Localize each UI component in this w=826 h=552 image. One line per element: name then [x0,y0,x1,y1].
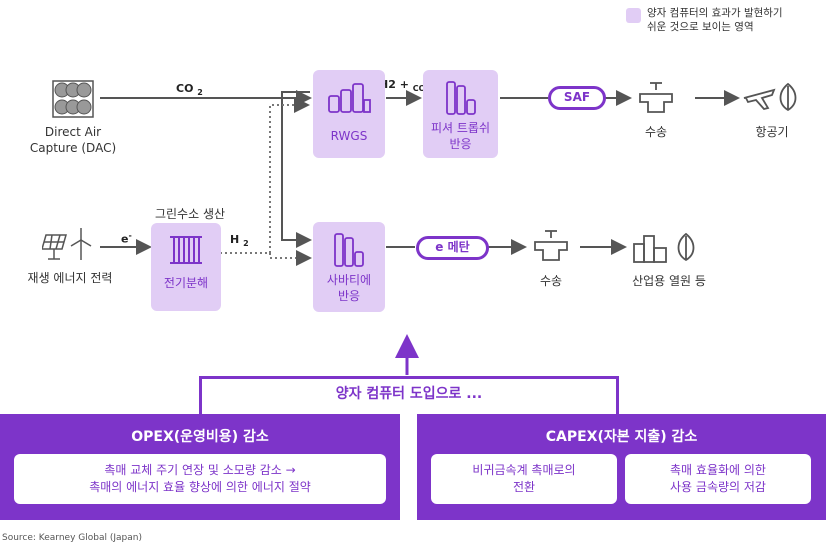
ft-label: 피셔 트롭쉬 반응 [430,121,490,151]
industrial-label: 산업용 열원 등 [632,274,706,288]
reactor-icon [334,233,364,267]
legend-text: 양자 컴퓨터의 효과가 발현하기 쉬운 것으로 보이는 영역 [647,7,783,33]
opex-panel: OPEX(운영비용) 감소 촉매 교체 주기 연장 및 소모량 감소 → 촉매의… [0,414,400,520]
valve-tap-icon [639,82,673,113]
opex-card: 촉매 교체 주기 연장 및 소모량 감소 → 촉매의 에너지 효율 향상에 의한… [14,454,386,504]
source-note: Source: Kearney Global (Japan) [2,533,142,543]
rwgs-box: RWGS [313,70,385,158]
leaf-icon [677,232,695,262]
sabatier-label: 사바티에 반응 [326,273,372,303]
electrolysis-box: 전기분해 [151,223,221,311]
tanks-icon [328,83,371,113]
capex-card-1: 비귀금속계 촉매로의 전환 [431,454,617,504]
electrolysis-label: 전기분해 [163,276,209,290]
h2-label: H 2 [230,233,249,249]
emethane-pill: e 메탄 [416,236,489,260]
sabatier-box: 사바티에 반응 [313,222,385,312]
factory-icon [633,235,667,263]
capex-title: CAPEX(자본 지출) 감소 [545,429,698,445]
solar-panel-icon [42,234,67,260]
aviation-label: 항공기 [755,125,789,139]
dac-label: Direct Air Capture (DAC) [29,125,117,155]
capex-panel: CAPEX(자본 지출) 감소 비귀금속계 촉매로의 전환 촉매 효율화에 의한… [417,414,826,520]
transport1-label: 수송 [644,125,668,139]
transport2-label: 수송 [539,274,563,288]
valve-tap-icon [534,230,568,261]
electron-label: e- [121,231,132,246]
opex-title: OPEX(운영비용) 감소 [131,429,269,445]
leaf-icon [779,82,797,112]
electrolysis-top-label: 그린수소 생산 [154,207,226,221]
quantum-banner: 양자 컴퓨터 도입으로 ... [199,376,619,414]
capex-card-2: 촉매 효율화에 의한 사용 금속량의 저감 [625,454,811,504]
renewable-label: 재생 에너지 전력 [27,271,113,285]
airplane-icon [743,88,776,111]
rwgs-label: RWGS [330,129,368,143]
reactor-icon [446,81,476,115]
electrolyzer-icon [170,236,202,264]
fan-array-icon [52,80,94,118]
co2-label: CO 2 [176,82,203,98]
wind-turbine-icon [70,228,92,260]
h2co-label: H2 + CO [379,78,426,94]
fischer-tropsch-box: 피셔 트롭쉬 반응 [423,70,498,158]
saf-pill: SAF [548,86,606,110]
legend-swatch [626,8,641,23]
